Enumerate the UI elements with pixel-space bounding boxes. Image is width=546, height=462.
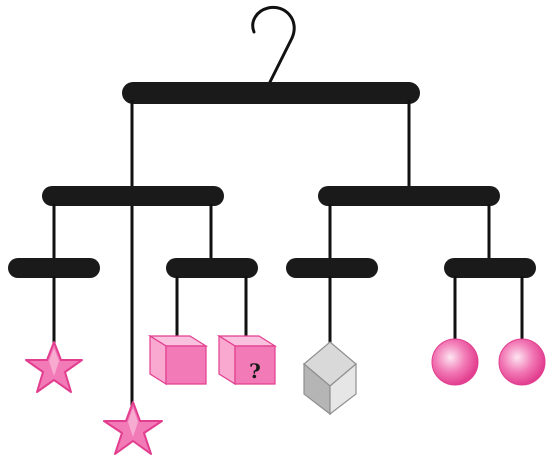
middle-bar-right [318, 186, 500, 206]
sphere-icon-left [431, 338, 479, 386]
star-icon-lower [103, 401, 163, 455]
top-bar [122, 82, 420, 104]
sphere-icon-right [498, 338, 546, 386]
cube-icon-plain [147, 334, 209, 386]
cube-mark-label: ? [249, 359, 261, 383]
star-icon-upper [25, 341, 83, 393]
lower-bar-4 [444, 258, 536, 278]
lower-bar-2 [166, 258, 258, 278]
lower-bar-3 [286, 258, 378, 278]
diamond-cube-icon [303, 341, 357, 416]
hanger-hook-icon [251, 5, 296, 84]
middle-bar-left [42, 186, 224, 206]
cube-icon-marked: ? [216, 334, 278, 386]
lower-bar-1 [8, 258, 100, 278]
